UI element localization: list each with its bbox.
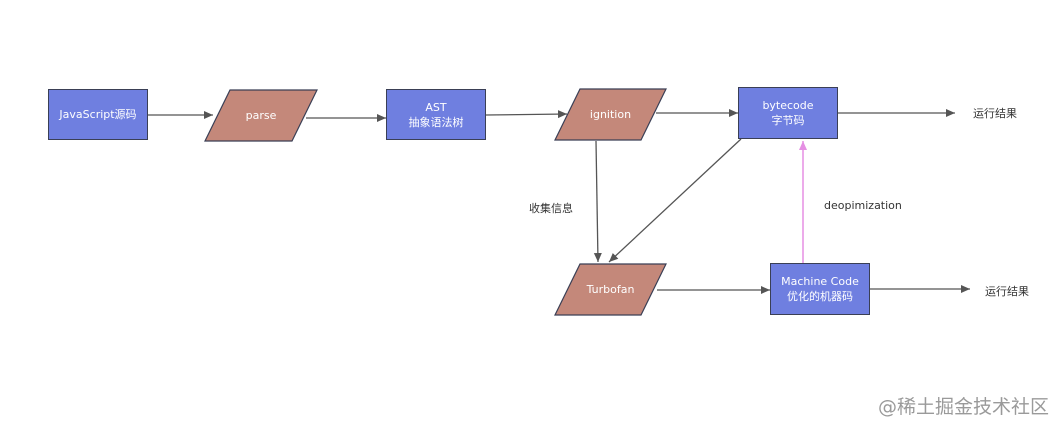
edge-bytecode-to-turbofan [608,138,742,263]
node-ignition: ignition [554,88,667,141]
node-machine-code-title: Machine Code [781,275,859,288]
node-machine-code: Machine Code 优化的机器码 [770,263,870,315]
node-ast-subtitle: 抽象语法树 [408,115,464,129]
node-ast-title: AST [425,100,447,114]
node-parse-label: parse [245,109,277,122]
node-parse: parse [204,89,318,142]
edge-ignition-to-turbofan [593,140,602,263]
node-ignition-label: ignition [589,108,632,121]
node-bytecode-subtitle: 字节码 [771,114,805,127]
edge-ast-to-ignition [485,110,568,119]
node-javascript-source-label: JavaScript源码 [59,108,137,121]
node-bytecode-title: bytecode [762,99,814,112]
watermark: @稀土掘金技术社区 [877,396,1049,418]
result-label-top: 运行结果 [973,107,1017,120]
node-ast: AST 抽象语法树 [386,89,486,140]
edge-label-deoptimization: deopimization [824,199,902,212]
node-javascript-source: JavaScript源码 [48,89,148,140]
result-label-bottom: 运行结果 [985,285,1029,298]
node-bytecode: bytecode 字节码 [738,87,838,139]
edge-label-collect-info: 收集信息 [529,202,573,215]
node-turbofan-label: Turbofan [586,283,635,296]
node-turbofan: Turbofan [554,263,667,316]
node-machine-code-subtitle: 优化的机器码 [787,290,853,303]
